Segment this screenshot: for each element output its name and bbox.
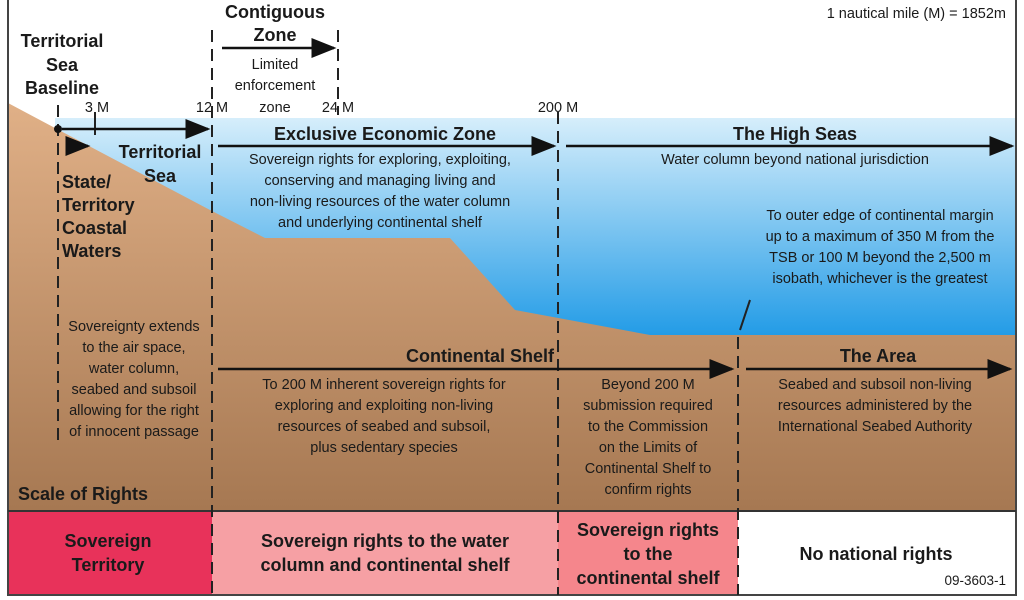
- rights-1-line1: Sovereign rights to the water: [261, 531, 509, 551]
- shelf-desc2: exploring and exploiting non-living: [275, 398, 493, 414]
- rights-labels: Sovereign Territory Sovereign rights to …: [64, 520, 952, 588]
- eez-desc1: Sovereign rights for exploring, exploiti…: [249, 152, 511, 168]
- seabed: [8, 103, 1016, 510]
- area-desc3: International Seabed Authority: [778, 419, 973, 435]
- sov-desc5: allowing for the right: [69, 403, 199, 419]
- beyond-desc2: submission required: [583, 398, 713, 414]
- beyond-desc3: to the Commission: [588, 419, 708, 435]
- rights-3-line1: No national rights: [800, 544, 953, 564]
- coastal-line3: Coastal: [62, 218, 127, 238]
- margin-note4: isobath, whichever is the greatest: [772, 271, 987, 287]
- margin-pointer: [739, 299, 751, 331]
- rights-none: [738, 512, 1016, 595]
- rights-sovereign-territory: [8, 512, 212, 595]
- contiguous-desc1: Limited: [252, 57, 299, 73]
- rights-water-and-shelf: [212, 512, 558, 595]
- scale-note: 1 nautical mile (M) = 1852m: [827, 6, 1006, 22]
- area-desc: Seabed and subsoil non-living resources …: [778, 377, 973, 435]
- sov-desc1: Sovereignty extends: [68, 319, 199, 335]
- eez-desc2: conserving and managing living and: [264, 173, 495, 189]
- contiguous-desc3: zone: [259, 100, 290, 116]
- sovereignty-desc: Sovereignty extends to the air space, wa…: [68, 319, 199, 440]
- contiguous-zone-label: Contiguous Zone Limited enforcement zone: [225, 2, 325, 116]
- sov-desc4: seabed and subsoil: [72, 382, 197, 398]
- eez-desc: Sovereign rights for exploring, exploiti…: [249, 152, 511, 231]
- area-desc2: resources administered by the: [778, 398, 972, 414]
- shelf-desc: To 200 M inherent sovereign rights for e…: [262, 377, 506, 456]
- scale-of-rights-label: Scale of Rights: [18, 484, 148, 504]
- shelf-desc3: resources of seabed and subsoil,: [278, 419, 491, 435]
- tick-200m: 200 M: [538, 100, 578, 116]
- margin-note2: up to a maximum of 350 M from the: [766, 229, 995, 245]
- beyond-desc6: confirm rights: [604, 482, 691, 498]
- rights-2-line2: to the: [624, 544, 673, 564]
- rights-1-line2: column and continental shelf: [260, 555, 510, 575]
- beyond-200-desc: Beyond 200 M submission required to the …: [583, 377, 713, 498]
- contiguous-title1: Contiguous: [225, 2, 325, 22]
- baseline-line2: Sea: [46, 55, 79, 75]
- rights-0-line1: Sovereign: [64, 531, 151, 551]
- shelf-desc4: plus sedentary species: [310, 440, 458, 456]
- baseline-label: Territorial Sea Baseline: [21, 31, 104, 98]
- rights-2-line3: continental shelf: [576, 568, 720, 588]
- baseline-line3: Baseline: [25, 78, 99, 98]
- margin-note1: To outer edge of continental margin: [766, 208, 993, 224]
- coastal-line4: Waters: [62, 241, 121, 261]
- territorial-sea-line2: Sea: [144, 166, 177, 186]
- margin-note3: TSB or 100 M beyond the 2,500 m: [769, 250, 991, 266]
- baseline-line1: Territorial: [21, 31, 104, 51]
- coastal-waters-label: State/ Territory Coastal Waters: [62, 172, 135, 261]
- shelf-title: Continental Shelf: [406, 346, 555, 366]
- beyond-desc5: Continental Shelf to: [585, 461, 712, 477]
- eez-title: Exclusive Economic Zone: [274, 124, 496, 144]
- contiguous-title2: Zone: [254, 25, 297, 45]
- rights-0-line2: Territory: [72, 555, 145, 575]
- eez-desc4: and underlying continental shelf: [278, 215, 483, 231]
- high-seas-desc: Water column beyond national jurisdictio…: [661, 152, 929, 168]
- high-seas-title: The High Seas: [733, 124, 857, 144]
- area-desc1: Seabed and subsoil non-living: [778, 377, 971, 393]
- beyond-desc1: Beyond 200 M: [601, 377, 695, 393]
- shelf-desc1: To 200 M inherent sovereign rights for: [262, 377, 506, 393]
- tick-3m: 3 M: [85, 100, 109, 116]
- sov-desc3: water column,: [88, 361, 179, 377]
- area-title: The Area: [840, 346, 917, 366]
- tick-12m: 12 M: [196, 100, 228, 116]
- rights-2-line1: Sovereign rights: [577, 520, 719, 540]
- margin-note: To outer edge of continental margin up t…: [766, 208, 995, 287]
- territorial-sea-label: Territorial Sea: [119, 142, 202, 186]
- rights-shelf-only: [558, 512, 738, 595]
- eez-desc3: non-living resources of the water column: [250, 194, 510, 210]
- sov-desc6: of innocent passage: [69, 424, 199, 440]
- coastal-line2: Territory: [62, 195, 135, 215]
- contiguous-desc2: enforcement: [235, 78, 316, 94]
- beyond-desc4: on the Limits of: [599, 440, 698, 456]
- tick-24m: 24 M: [322, 100, 354, 116]
- coastal-line1: State/: [62, 172, 111, 192]
- frame: [7, 0, 1017, 596]
- territorial-sea-line1: Territorial: [119, 142, 202, 162]
- sov-desc2: to the air space,: [82, 340, 185, 356]
- figure-id: 09-3603-1: [944, 573, 1006, 588]
